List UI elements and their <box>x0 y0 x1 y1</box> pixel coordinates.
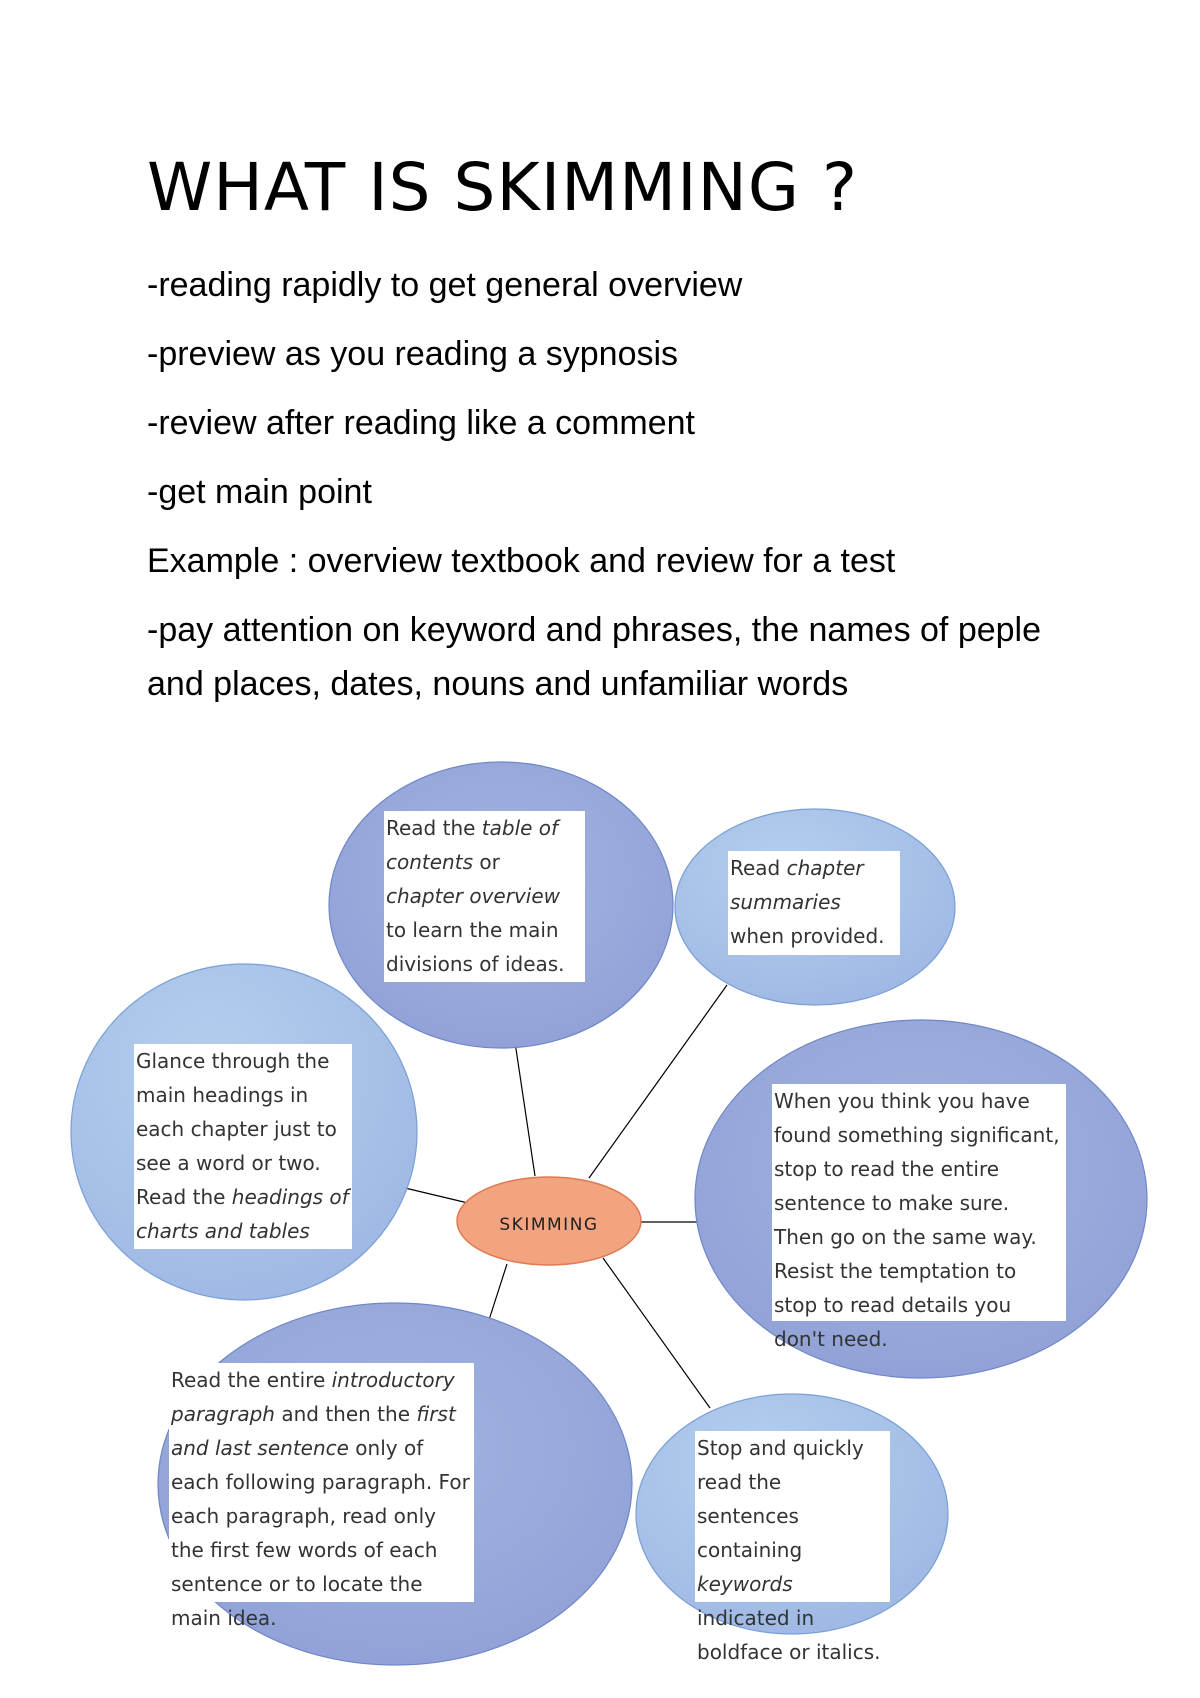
node-right-text: When you think you have found something … <box>772 1084 1066 1351</box>
connector-line <box>487 1263 508 1324</box>
bullet-item: Example : overview textbook and review f… <box>147 542 896 580</box>
bullet-item: -get main point <box>147 473 372 511</box>
node-bottom-right-text: Stop and quickly read the sentences cont… <box>695 1431 890 1664</box>
node-top-right-text: Read chapter summaries when provided. <box>728 851 900 955</box>
center-ellipse <box>456 1176 642 1266</box>
bullet-list: -reading rapidly to get general overview… <box>147 258 1097 726</box>
node-bottom-left-text: Read the entire introductory paragraph a… <box>169 1363 474 1630</box>
bullet-item: -reading rapidly to get general overview <box>147 266 743 304</box>
bullet-item: -pay attention on keyword and phrases, t… <box>147 611 1042 703</box>
page-title: WHAT IS SKIMMING ? <box>147 149 859 226</box>
center-label: SKIMMING <box>499 1215 599 1235</box>
connector-line <box>404 1187 469 1204</box>
bullet-item: -review after reading like a comment <box>147 404 696 442</box>
node-top-text: Read the table of contents or chapter ov… <box>384 811 585 982</box>
node-left-text: Glance through the main headings in each… <box>134 1044 352 1249</box>
connector-line <box>602 1257 711 1409</box>
bullet-item: -preview as you reading a sypnosis <box>147 335 679 373</box>
connector-line <box>588 984 728 1179</box>
